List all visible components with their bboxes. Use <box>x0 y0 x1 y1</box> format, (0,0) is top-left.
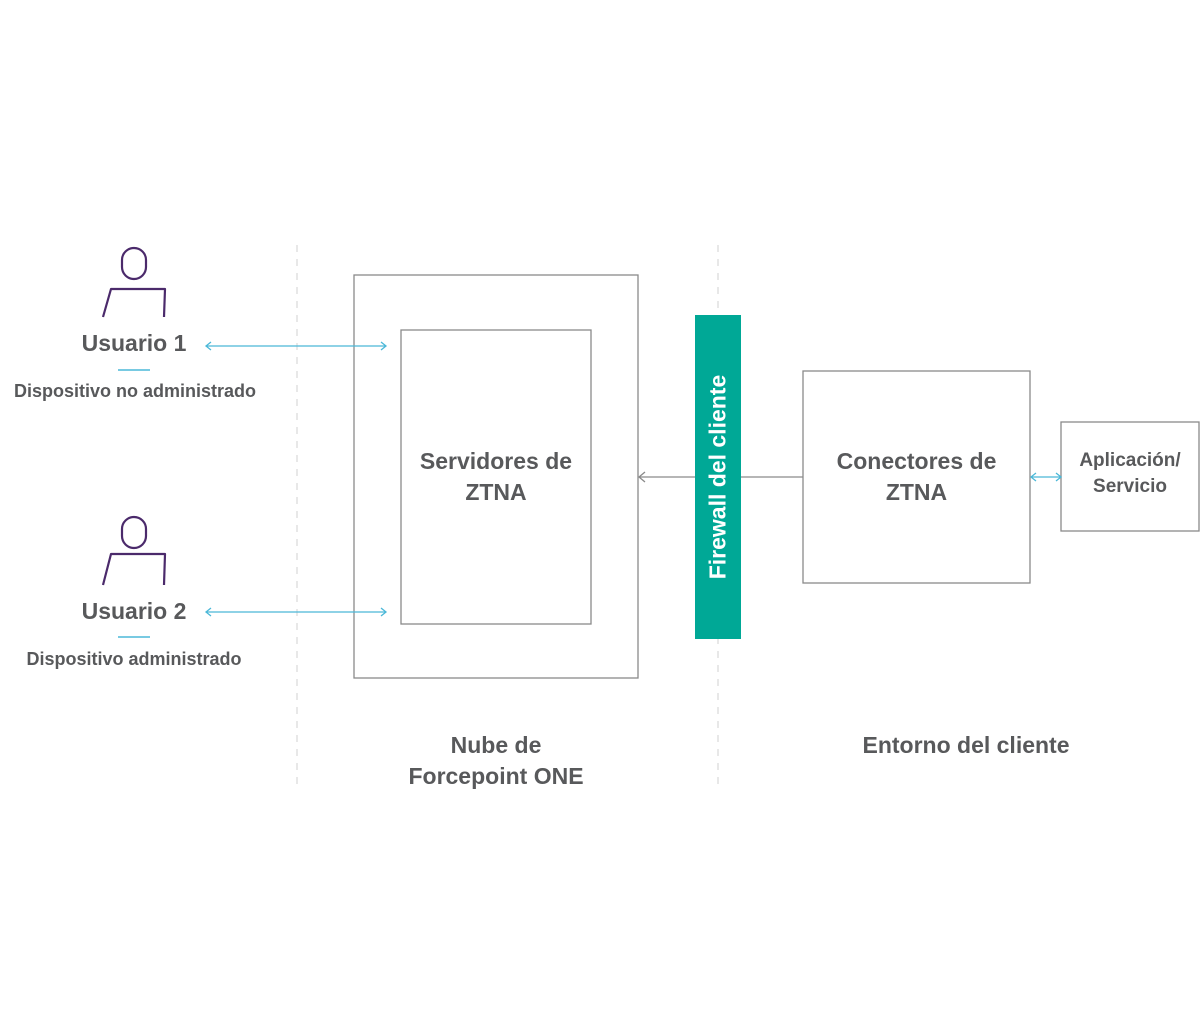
user-2-arrow <box>204 607 388 617</box>
user-1-arrow <box>204 341 388 351</box>
firewall-label: Firewall del cliente <box>704 374 731 580</box>
firewall-bar <box>695 315 741 639</box>
user-1-name: Usuario 1 <box>81 330 187 356</box>
cloud-zone-label: Nube de Forcepoint ONE <box>408 732 584 789</box>
ztna-servers-box <box>400 329 592 625</box>
user-1-device: Dispositivo no administrado <box>13 381 257 401</box>
ztna-connectors-label: Conectores de ZTNA <box>836 448 997 505</box>
ztna-servers-label: Servidores de ZTNA <box>419 448 573 505</box>
customer-zone-label: Entorno del cliente <box>862 732 1070 758</box>
cloud-outer-box <box>353 274 639 679</box>
user-1-icon <box>101 246 167 318</box>
app-service-label: Aplicación/ Servicio <box>1079 450 1181 497</box>
user-2-device: Dispositivo administrado <box>26 649 242 669</box>
user-2-icon <box>101 515 167 586</box>
user-2-name: Usuario 2 <box>81 598 187 624</box>
app-arrow <box>1029 472 1063 482</box>
